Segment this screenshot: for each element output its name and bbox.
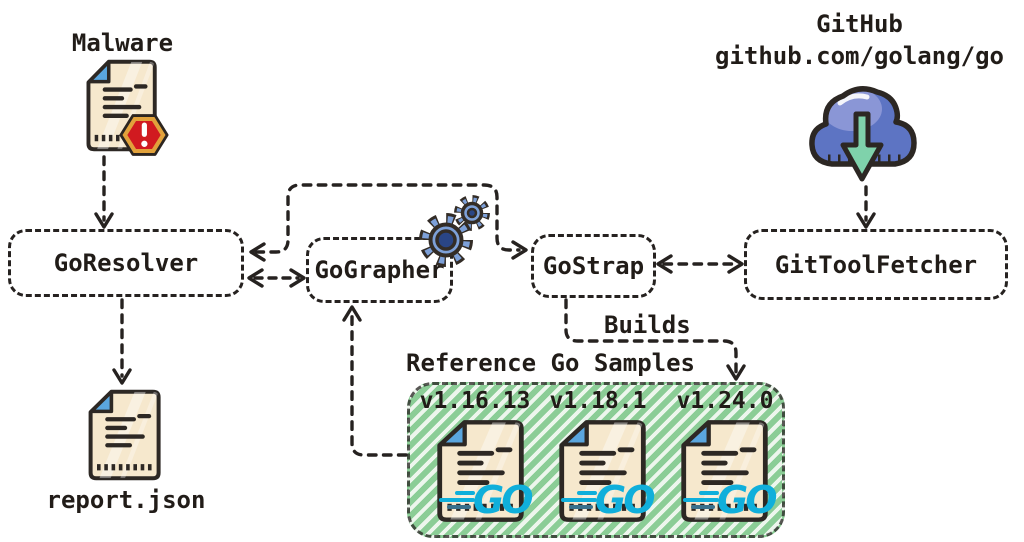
goresolver-node: GoResolver <box>8 229 244 297</box>
builds-label: Builds <box>604 311 691 339</box>
warning-icon <box>119 114 169 156</box>
gears-icon <box>419 195 490 267</box>
go-logo: GO <box>683 478 777 522</box>
edge-goresolver-report <box>112 298 132 385</box>
cloud-download-icon <box>809 86 917 182</box>
gographer-label: GoGrapher <box>314 256 445 284</box>
edge-github-gittoolfetcher <box>856 185 876 229</box>
edge-gostrap-samples-builds <box>564 298 746 381</box>
malware-label: Malware <box>71 29 174 57</box>
edge-gostrap-gittoolfetcher <box>656 254 744 274</box>
github-block: GitHub github.com/golang/go <box>702 10 1017 70</box>
go-logo-text: GO <box>473 478 533 522</box>
small-gear <box>454 195 490 231</box>
gittoolfetcher-node: GitToolFetcher <box>744 229 1008 300</box>
gographer-node: GoGrapher <box>306 237 453 303</box>
go-logo: GO <box>561 478 655 522</box>
go-logo-text: GO <box>717 478 777 522</box>
go-speedline <box>699 491 719 495</box>
go-logo-text: GO <box>595 478 655 522</box>
gittoolfetcher-label: GitToolFetcher <box>774 250 978 279</box>
gostrap-label: GoStrap <box>542 252 645 280</box>
edge-goresolver-gographer <box>247 268 306 288</box>
gostrap-node: GoStrap <box>531 234 656 298</box>
large-gear <box>419 213 473 267</box>
go-file-icon: GO <box>555 417 655 525</box>
go-file-icon: GO <box>677 417 777 525</box>
report-document-icon <box>85 387 165 483</box>
sample-version-label: v1.16.13 <box>419 388 531 414</box>
report-label: report.json <box>46 486 206 514</box>
goresolver-label: GoResolver <box>53 249 199 277</box>
edge-malware-goresolver <box>94 155 114 229</box>
sample-version-label: v1.18.1 <box>549 388 647 414</box>
edge-goresolver-gostrap-arc <box>249 183 528 262</box>
go-speedline <box>691 505 715 509</box>
go-speedline <box>569 505 593 509</box>
go-speedline <box>455 491 475 495</box>
go-file-icon: GO <box>433 417 533 525</box>
samples-title: Reference Go Samples <box>406 349 695 377</box>
github-title: GitHub <box>816 10 903 38</box>
go-logo: GO <box>439 478 533 522</box>
sample-version-label: v1.24.0 <box>676 388 774 414</box>
go-speedline <box>577 491 597 495</box>
go-speedline <box>447 505 471 509</box>
go-speedline <box>683 498 719 502</box>
go-speedline <box>561 498 597 502</box>
edge-samples-gographer <box>342 305 408 457</box>
github-repo-label: github.com/golang/go <box>715 42 1004 70</box>
go-speedline <box>439 498 475 502</box>
